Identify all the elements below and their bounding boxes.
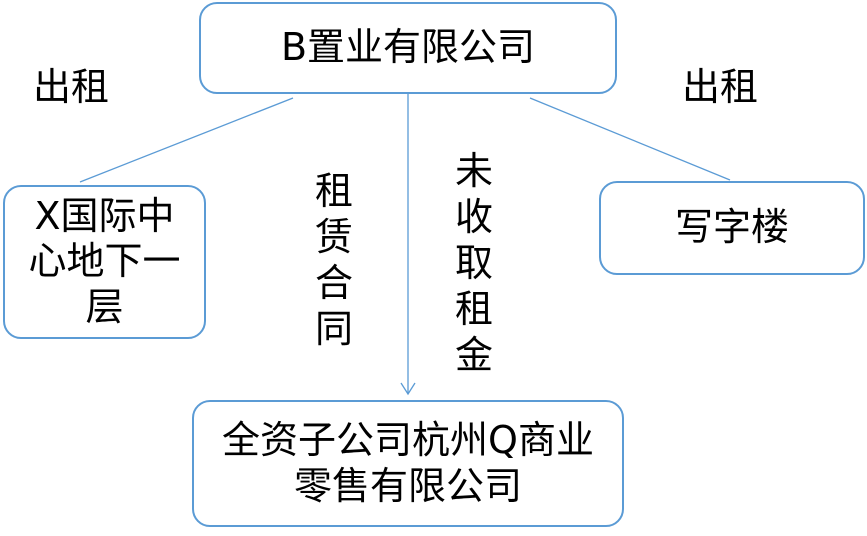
connector-top-to-left bbox=[79, 97, 294, 183]
node-q-retail-subsidiary: 全资子公司杭州Q商业零售有限公司 bbox=[192, 400, 624, 527]
node-office-building: 写字楼 bbox=[599, 181, 865, 275]
arrowhead-icon bbox=[400, 382, 416, 396]
edge-label-lease-out-left: 出租 bbox=[33, 65, 110, 109]
node-b-real-estate: B置业有限公司 bbox=[199, 2, 617, 94]
node-x-center-basement-label: X国际中心地下一层 bbox=[28, 193, 181, 329]
edge-label-lease-out-right: 出租 bbox=[682, 65, 759, 109]
edge-label-rent-not-collected: 未收取租金 bbox=[454, 149, 493, 377]
node-office-building-label: 写字楼 bbox=[674, 205, 789, 250]
edge-label-lease-contract: 租赁合同 bbox=[314, 169, 353, 351]
connector-top-to-right bbox=[529, 97, 731, 181]
node-q-retail-subsidiary-label: 全资子公司杭州Q商业零售有限公司 bbox=[222, 417, 594, 508]
node-x-center-basement: X国际中心地下一层 bbox=[3, 185, 206, 339]
node-b-real-estate-label: B置业有限公司 bbox=[280, 25, 536, 70]
